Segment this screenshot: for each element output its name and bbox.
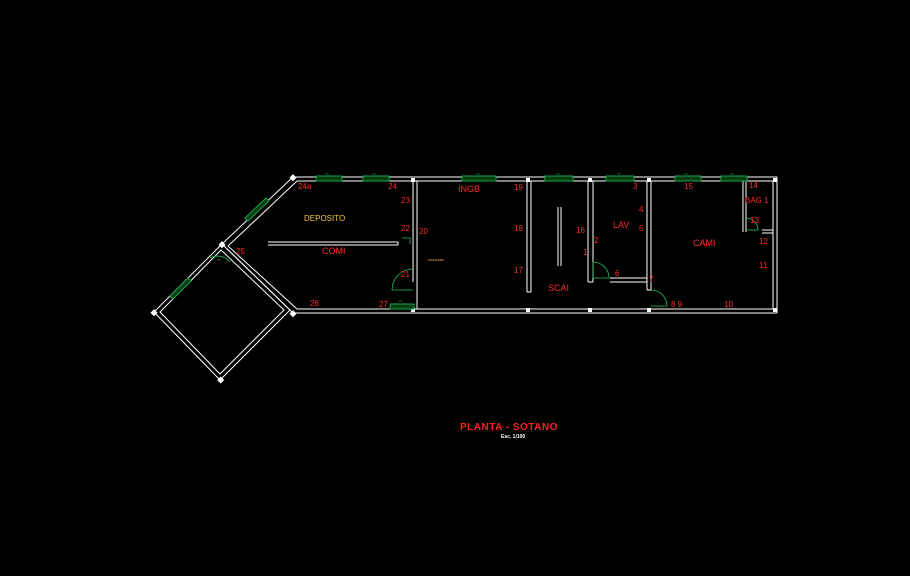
column [218, 241, 226, 249]
room-label-comi: COMI [322, 246, 346, 256]
door-swing [745, 217, 759, 231]
room-label-cami: CAMI [693, 238, 716, 248]
window [461, 175, 497, 182]
window-tag: V3 [476, 172, 480, 176]
column [588, 178, 592, 182]
point-label: 21 [401, 270, 410, 279]
column [289, 310, 297, 318]
wing-bottom-wall-inner [227, 245, 298, 310]
room-label-ingb: INGB [458, 184, 480, 194]
door-swing [209, 255, 231, 263]
point-label: 25 [236, 247, 245, 256]
columns [150, 174, 777, 384]
window-tags: V3 V3 V3 V3 V3 V3 V3 P1 P2 [217, 172, 734, 303]
point-label: 17 [514, 266, 523, 275]
point-label: 1 [583, 248, 588, 257]
column [773, 178, 777, 182]
window-tag: V3 [556, 172, 560, 176]
point-label: 11 [759, 261, 768, 270]
column [526, 308, 530, 312]
rotated-room-outer [153, 243, 291, 381]
window-tag: V3 [730, 172, 734, 176]
window-tag: V3 [617, 172, 621, 176]
room-label-deposito: DEPOSITO [304, 214, 345, 223]
column [150, 309, 158, 317]
point-label: 5 [639, 224, 644, 233]
point-label: 3 [633, 182, 638, 191]
plan-scale: Esc. 1/100 [501, 434, 525, 440]
door-swing [592, 261, 610, 279]
column [647, 178, 651, 182]
windows [169, 175, 748, 310]
column [289, 174, 297, 182]
window [720, 175, 748, 182]
point-label: 26 [310, 299, 319, 308]
window [544, 175, 574, 182]
point-label: 23 [401, 196, 410, 205]
doors [209, 217, 759, 307]
window-tag: V3 [684, 172, 688, 176]
column [647, 308, 651, 312]
point-label: 6 [615, 269, 620, 278]
room-label-lav: LAV [613, 220, 629, 230]
column [411, 308, 415, 312]
point-label: 24 [388, 182, 397, 191]
window [674, 175, 702, 182]
column [217, 376, 225, 384]
point-label: 2 [594, 236, 599, 245]
point-label: 27 [379, 300, 388, 309]
door-tag: P2 [217, 258, 221, 262]
point-label: 20 [419, 227, 428, 236]
door-swing [650, 289, 668, 307]
point-label: 14 [749, 181, 758, 190]
interior-walls [268, 181, 773, 309]
window [169, 277, 192, 300]
point-label: 12 [759, 237, 768, 246]
point-label: 22 [401, 224, 410, 233]
door-tag: P1 [399, 299, 403, 303]
wing-top-wall-inner [227, 180, 298, 247]
point-label: 13 [750, 216, 759, 225]
point-label: 10 [724, 300, 733, 309]
window [315, 175, 343, 182]
window [244, 197, 270, 222]
window-tag: V3 [372, 172, 376, 176]
window-tag: V3 [325, 172, 329, 176]
room-label-scai: SCAI [548, 283, 569, 293]
room-label-bag1: BAG 1 [745, 196, 769, 205]
room-label-escalera: ESCALERA [428, 258, 444, 262]
point-label: 18 [514, 224, 523, 233]
door-swing [391, 268, 414, 291]
point-label: 8 9 [671, 300, 683, 309]
column [526, 178, 530, 182]
window [389, 303, 415, 310]
window [362, 175, 390, 182]
rotated-room-inner [159, 249, 285, 375]
point-label: 7 [649, 275, 654, 284]
plan-title: PLANTA - SOTANO [460, 422, 558, 433]
point-labels: 24a 24 23 22 20 21 25 26 27 19 18 17 16 … [236, 181, 768, 309]
column [588, 308, 592, 312]
point-label: 15 [684, 182, 693, 191]
point-label: 24a [298, 182, 312, 191]
window [605, 175, 635, 182]
door-swing [402, 237, 411, 244]
exterior-walls [153, 176, 778, 381]
point-label: 4 [639, 205, 644, 214]
column [773, 308, 777, 312]
title-block: PLANTA - SOTANO Esc. 1/100 [460, 422, 558, 440]
point-label: 19 [514, 183, 523, 192]
room-labels: DEPOSITO COMI INGB ESCALERA SCAI LAV CAM… [304, 184, 769, 293]
point-label: 16 [576, 226, 585, 235]
column [411, 178, 415, 182]
